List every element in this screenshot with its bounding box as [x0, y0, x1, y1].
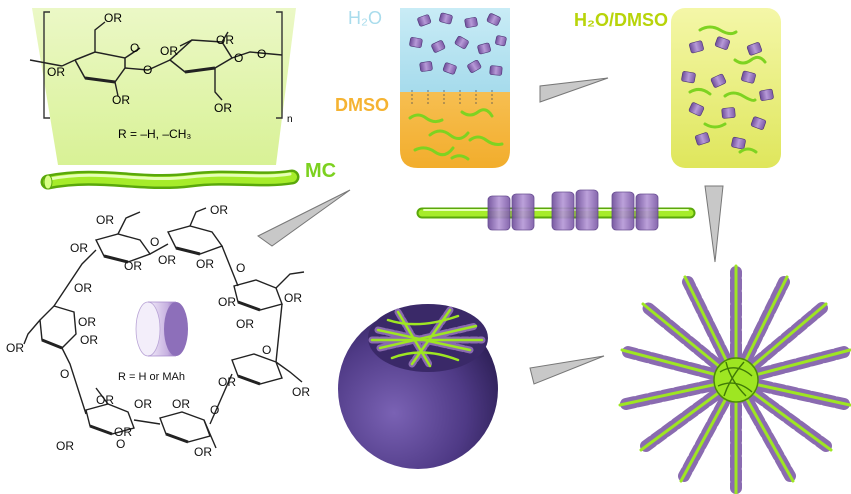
- ring-oxygen: O: [262, 343, 271, 357]
- cyclodextrin-cluster: [409, 12, 507, 76]
- or-label: OR: [284, 291, 302, 305]
- mc-chains-in-dmso: [408, 108, 504, 161]
- glycosidic-oxygen: O: [257, 47, 266, 61]
- or-label: OR: [114, 425, 132, 439]
- dmso-label: DMSO: [335, 95, 389, 115]
- mc-chains-in-mixture: [688, 25, 767, 154]
- threaded-cyclodextrins: [487, 189, 659, 231]
- process-arrow-3: [529, 355, 605, 385]
- mc-r-definition: R = –H, –CH₃: [118, 127, 191, 141]
- highlight-trapezoid: [32, 8, 296, 165]
- process-arrow-2: [704, 185, 724, 263]
- or-label: OR: [172, 397, 190, 411]
- star-aggregate: [618, 264, 851, 494]
- or-label: OR: [218, 295, 236, 309]
- mixed-solvent-label: H₂O/DMSO: [574, 10, 668, 30]
- process-arrow-1: [539, 77, 609, 103]
- or-label: OR: [56, 439, 74, 453]
- or-label: OR: [218, 375, 236, 389]
- inclusion-complex-fiber: [416, 189, 696, 231]
- water-label: H₂O: [348, 8, 382, 28]
- ring-oxygen: O: [116, 437, 125, 451]
- sphere-interior-network: [368, 306, 486, 370]
- or-label: OR: [6, 341, 24, 355]
- process-arrow-4: [257, 189, 351, 247]
- ring-oxygen: O: [234, 51, 243, 65]
- or-label: OR: [210, 203, 228, 217]
- ring-oxygen: O: [210, 403, 219, 417]
- or-label: OR: [96, 213, 114, 227]
- or-label: OR: [124, 259, 142, 273]
- cyclodextrin-labels: OR O OR OR OR OR OR OR O OR OR OR OR O R …: [6, 203, 310, 459]
- glucose-unit: [166, 225, 224, 255]
- ring-oxygen: O: [60, 367, 69, 381]
- or-label: OR: [74, 281, 92, 295]
- star-core: [713, 357, 759, 403]
- or-label: OR: [160, 44, 178, 58]
- or-label: OR: [214, 101, 232, 115]
- or-label: OR: [292, 385, 310, 399]
- or-label: OR: [47, 65, 65, 79]
- glucose-unit: [159, 411, 211, 443]
- or-label: OR: [80, 333, 98, 347]
- or-label: OR: [196, 257, 214, 271]
- or-label: OR: [134, 397, 152, 411]
- solvent-panel: [400, 8, 510, 168]
- methylcellulose-panel: n OR O OR OR O OR OR O O OR R = –H, –CH₃: [29, 8, 300, 190]
- cd-r-definition: R = H or MAh: [118, 371, 185, 383]
- cyclodextrin-cluster: [681, 36, 774, 150]
- glucose-unit: [94, 233, 152, 263]
- right-bracket: [276, 11, 283, 119]
- cyclodextrin-cup-icon: [135, 301, 188, 357]
- mixed-solvent-panel: [671, 8, 781, 168]
- ring-oxygen: O: [130, 41, 139, 55]
- or-label: OR: [96, 393, 114, 407]
- or-label: OR: [70, 241, 88, 255]
- or-label: OR: [216, 33, 234, 47]
- mc-label: MC: [305, 160, 337, 182]
- or-label: OR: [158, 253, 176, 267]
- or-label: OR: [112, 93, 130, 107]
- left-bracket: [43, 11, 50, 119]
- glucose-unit: [231, 353, 283, 385]
- or-label: OR: [236, 317, 254, 331]
- glycosidic-oxygen: O: [143, 63, 152, 77]
- ring-oxygen: O: [236, 261, 245, 275]
- or-label: OR: [78, 315, 96, 329]
- cyclodextrin-structure: [23, 207, 305, 449]
- hollow-sphere: [338, 304, 498, 469]
- ring-oxygen: O: [150, 235, 159, 249]
- repeat-index-n: n: [287, 114, 293, 125]
- glucose-unit: [233, 279, 283, 311]
- or-label: OR: [194, 445, 212, 459]
- or-label: OR: [104, 11, 122, 25]
